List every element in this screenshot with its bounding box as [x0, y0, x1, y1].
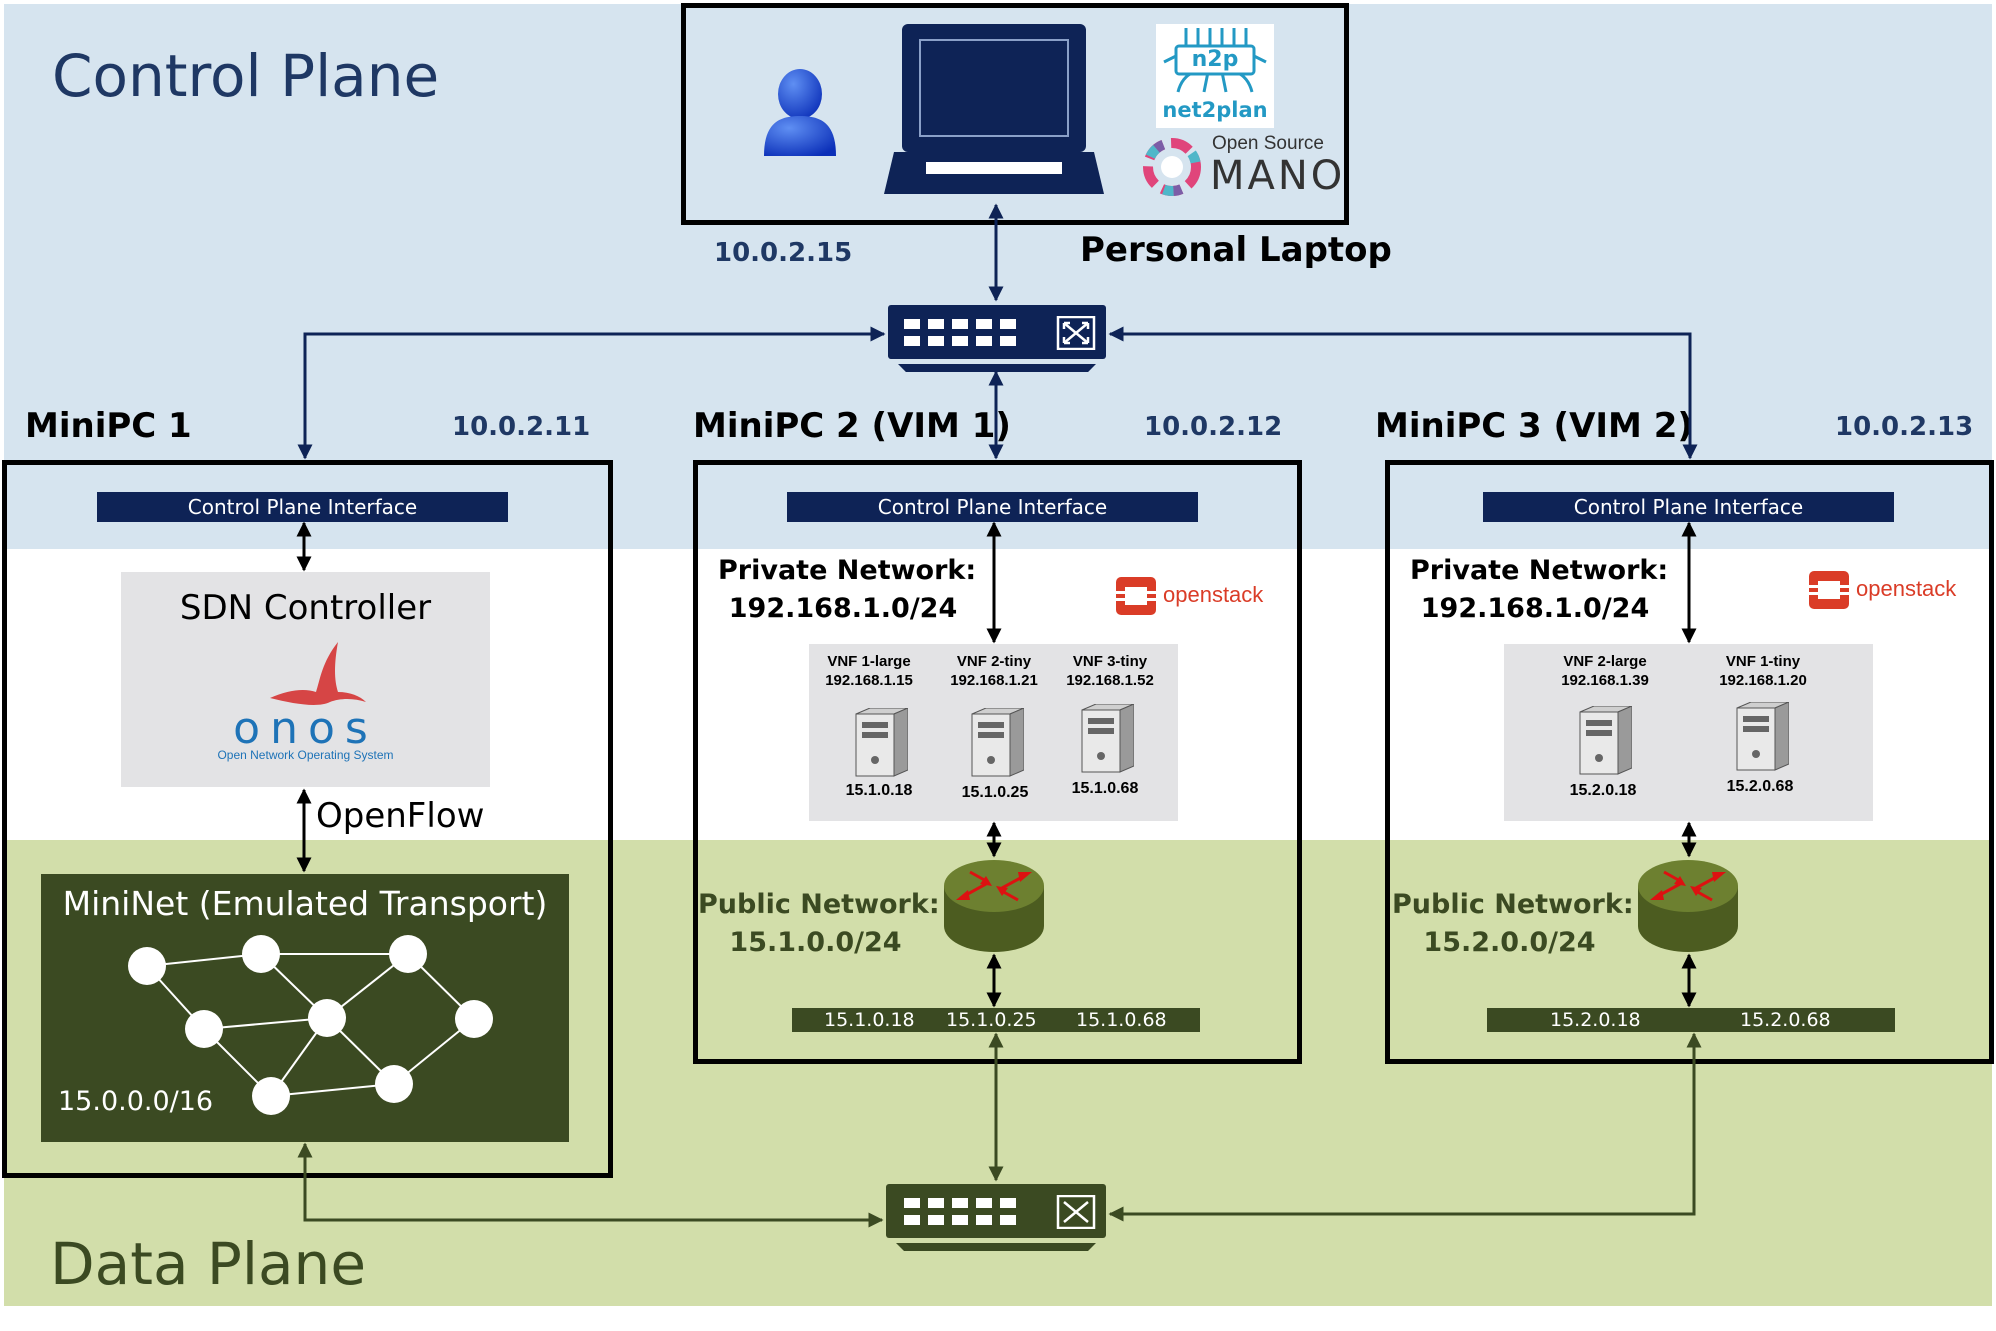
- minipc3-public-label: Public Network:: [1392, 889, 1634, 920]
- vnf-private-ip: 192.168.1.21: [950, 672, 1038, 689]
- openflow-label: OpenFlow: [316, 796, 485, 836]
- vnf-name: VNF 3-tiny: [1072, 653, 1148, 670]
- control-plane-title: Control Plane: [52, 42, 440, 110]
- control-switch-base: [898, 364, 1096, 372]
- vnf-private-ip: 192.168.1.15: [825, 672, 913, 689]
- minipc1-title: MiniPC 1: [25, 406, 192, 446]
- vnf-public-ip: 15.2.0.18: [1569, 782, 1637, 799]
- server-icon: [1731, 701, 1790, 777]
- minipc2-vnf-2: VNF 2-tiny 192.168.1.21: [934, 652, 1054, 690]
- minipc3-vnf-2: VNF 1-tiny 192.168.1.20: [1698, 652, 1828, 690]
- net2plan-logo: n2p net2plan: [1156, 24, 1274, 128]
- minipc3-openstack-logo: openstack: [1808, 570, 1968, 614]
- laptop-box: [681, 3, 1349, 225]
- minipc1-ip: 10.0.2.11: [452, 412, 591, 442]
- vnf-name: VNF 1-tiny: [1725, 653, 1801, 670]
- minipc2-public-net: 15.1.0.0/24: [729, 927, 902, 958]
- minipc2-title: MiniPC 2 (VIM 1): [693, 406, 1011, 446]
- minipc3-ip: 10.0.2.13: [1835, 412, 1974, 442]
- mininet-topology-icon: [41, 874, 569, 1142]
- minipc3-private-label: Private Network:: [1410, 555, 1669, 586]
- vnf-public-ip: 15.1.0.25: [961, 784, 1029, 801]
- mininet-title: MiniNet (Emulated Transport): [62, 884, 548, 923]
- vnf-private-ip: 192.168.1.39: [1561, 672, 1649, 689]
- minipc2-openstack-logo: openstack: [1115, 576, 1275, 620]
- bus-ip: 15.1.0.18: [824, 1009, 915, 1031]
- data-plane-switch: [886, 1184, 1106, 1238]
- minipc2-public-bus: 15.1.0.18 15.1.0.25 15.1.0.68: [792, 1008, 1200, 1032]
- minipc2-private-net: 192.168.1.0/24: [728, 593, 958, 624]
- minipc2-openstack-text: openstack: [1163, 582, 1264, 607]
- vnf-name: VNF 2-large: [1563, 653, 1647, 670]
- data-plane-title: Data Plane: [50, 1230, 366, 1298]
- vnf-public-ip: 15.1.0.18: [845, 782, 913, 799]
- vnf-name: VNF 1-large: [827, 653, 911, 670]
- server-icon: [1076, 703, 1135, 779]
- minipc2-vnf-1: VNF 1-large 192.168.1.15: [809, 652, 929, 690]
- mininet-network-label: 15.0.0.0/16: [58, 1086, 214, 1117]
- server-icon: [1574, 705, 1633, 781]
- minipc1-control-plane-interface: Control Plane Interface: [97, 492, 508, 522]
- minipc3-control-plane-interface: Control Plane Interface: [1483, 492, 1894, 522]
- onos-bird-icon: [268, 640, 368, 710]
- osm-mano-text: MANO: [1210, 153, 1346, 199]
- bus-ip: 15.2.0.18: [1550, 1009, 1641, 1031]
- minipc3-private-net: 192.168.1.0/24: [1420, 593, 1650, 624]
- data-switch-ports-icon: [900, 1194, 1100, 1230]
- minipc3-openstack-text: openstack: [1856, 576, 1957, 601]
- laptop-icon: [884, 24, 1104, 202]
- minipc2-router-icon: [942, 856, 1046, 961]
- onos-logo-text: onos: [233, 703, 378, 754]
- onos-subtitle: Open Network Operating System: [217, 748, 394, 762]
- vnf-public-ip: 15.1.0.68: [1071, 780, 1139, 797]
- bus-ip: 15.1.0.68: [1076, 1009, 1167, 1031]
- osm-open-source-text: Open Source: [1212, 133, 1324, 154]
- net2plan-name: net2plan: [1162, 98, 1268, 122]
- control-plane-switch: [888, 305, 1106, 359]
- laptop-ip: 10.0.2.15: [714, 238, 853, 268]
- minipc2-vnf-3: VNF 3-tiny 192.168.1.52: [1050, 652, 1170, 690]
- minipc3-public-bus: 15.2.0.18 15.2.0.68: [1487, 1008, 1895, 1032]
- minipc3-public-net: 15.2.0.0/24: [1423, 927, 1596, 958]
- minipc3-vnf-panel: [1504, 644, 1873, 821]
- minipc2-control-plane-interface: Control Plane Interface: [787, 492, 1198, 522]
- minipc2-public-label: Public Network:: [698, 889, 940, 920]
- sdn-controller-panel: [121, 572, 490, 787]
- minipc3-vnf-1: VNF 2-large 192.168.1.39: [1540, 652, 1670, 690]
- minipc3-title: MiniPC 3 (VIM 2): [1375, 406, 1693, 446]
- osm-mano-logo: Open Source MANO: [1140, 133, 1342, 199]
- server-icon: [850, 707, 909, 783]
- vnf-public-ip: 15.2.0.68: [1726, 778, 1794, 795]
- control-switch-ports-icon: [900, 315, 1100, 351]
- minipc2-ip: 10.0.2.12: [1144, 412, 1283, 442]
- vnf-name: VNF 2-tiny: [956, 653, 1032, 670]
- server-icon: [966, 707, 1025, 783]
- bus-ip: 15.2.0.68: [1740, 1009, 1831, 1031]
- minipc3-router-icon: [1636, 856, 1740, 961]
- minipc2-private-label: Private Network:: [718, 555, 977, 586]
- user-icon: [760, 64, 840, 160]
- bus-ip: 15.1.0.25: [946, 1009, 1037, 1031]
- vnf-private-ip: 192.168.1.20: [1719, 672, 1807, 689]
- vnf-private-ip: 192.168.1.52: [1066, 672, 1154, 689]
- laptop-title: Personal Laptop: [1080, 230, 1392, 270]
- n2p-badge: n2p: [1191, 47, 1239, 72]
- sdn-controller-title: SDN Controller: [179, 588, 432, 628]
- data-switch-base: [896, 1243, 1096, 1251]
